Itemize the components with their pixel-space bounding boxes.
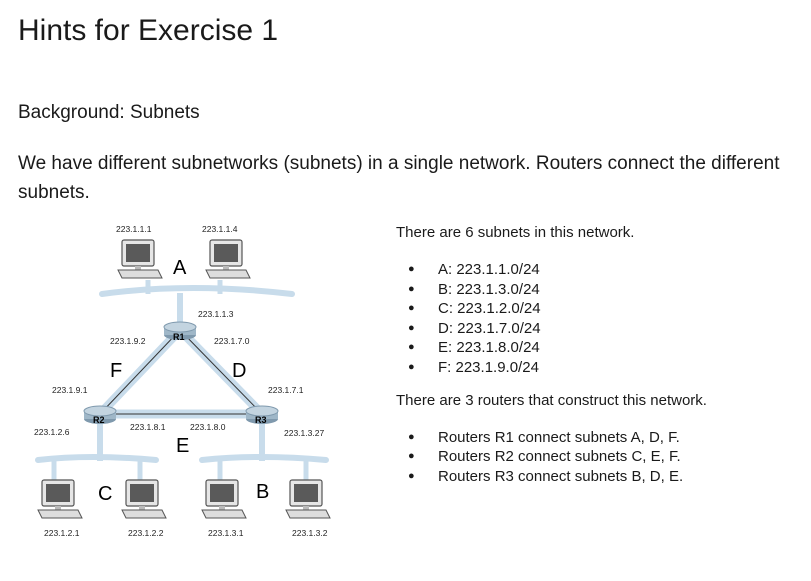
host-computer-icon: [37, 479, 83, 519]
section-subtitle: Background: Subnets: [18, 102, 200, 123]
svg-text:R1: R1: [173, 332, 185, 342]
address-label: 223.1.9.2: [110, 336, 146, 346]
subnet-a-band: [99, 285, 295, 297]
list-item: E: 223.1.8.0/24: [396, 338, 796, 358]
svg-text:R3: R3: [255, 415, 267, 425]
list-item: B: 223.1.3.0/24: [396, 280, 796, 300]
subnet-label-d: D: [232, 360, 246, 382]
list-item: C: 223.1.2.0/24: [396, 299, 796, 319]
subnet-label-e: E: [176, 435, 189, 457]
subnet-label-a: A: [173, 257, 187, 279]
address-label: 223.1.8.0: [190, 422, 226, 432]
address-label: 223.1.9.1: [52, 385, 88, 395]
address-label: 223.1.7.1: [268, 385, 304, 395]
subnet-list: A: 223.1.1.0/24 B: 223.1.3.0/24 C: 223.1…: [396, 260, 796, 378]
list-item: F: 223.1.9.0/24: [396, 358, 796, 378]
notes-panel: There are 6 subnets in this network. A: …: [396, 224, 796, 486]
router-r2: R2: [83, 405, 117, 425]
address-label: 223.1.1.1: [116, 224, 152, 234]
router-count-text: There are 3 routers that construct this …: [396, 391, 707, 409]
address-label: 223.1.2.6: [34, 427, 70, 437]
router-r3: R3: [245, 405, 279, 425]
page-title: Hints for Exercise 1: [18, 14, 279, 47]
list-item: Routers R3 connect subnets B, D, E.: [396, 467, 796, 487]
address-label: 223.1.3.1: [208, 528, 244, 538]
address-label: 223.1.8.1: [130, 422, 166, 432]
network-diagram: R1 R2 R3 A F D E C B 223.1.1.1 223.1.1.4…: [34, 224, 331, 538]
subnet-label-c: C: [98, 483, 112, 505]
address-label: 223.1.2.1: [44, 528, 80, 538]
subnet-c-band: [35, 454, 159, 463]
subnet-count-text: There are 6 subnets in this network.: [396, 224, 635, 241]
svg-text:R2: R2: [93, 415, 105, 425]
host-computer-icon: [117, 239, 163, 279]
address-label: 223.1.7.0: [214, 336, 250, 346]
router-r1: R1: [163, 321, 197, 342]
list-item: Routers R2 connect subnets C, E, F.: [396, 447, 796, 467]
subnet-label-b: B: [256, 481, 269, 503]
address-label: 223.1.3.2: [292, 528, 328, 538]
address-label: 223.1.2.2: [128, 528, 164, 538]
host-computer-icon: [205, 239, 251, 279]
address-label: 223.1.1.4: [202, 224, 238, 234]
list-item: A: 223.1.1.0/24: [396, 260, 796, 280]
subnet-label-f: F: [110, 360, 122, 382]
host-computer-icon: [285, 479, 331, 519]
list-item: Routers R1 connect subnets A, D, F.: [396, 428, 796, 448]
host-computer-icon: [201, 479, 247, 519]
intro-paragraph: We have different subnetworks (subnets) …: [18, 153, 780, 203]
router-list: Routers R1 connect subnets A, D, F. Rout…: [396, 428, 796, 487]
host-computer-icon: [121, 479, 167, 519]
list-item: D: 223.1.7.0/24: [396, 319, 796, 339]
address-label: 223.1.1.3: [198, 309, 234, 319]
address-label: 223.1.3.27: [284, 428, 324, 438]
